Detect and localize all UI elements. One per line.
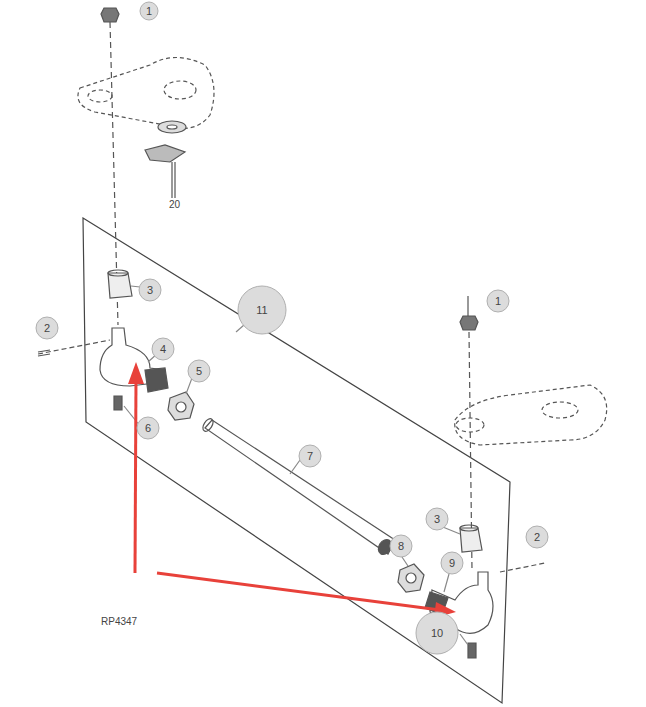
- callout-number: 2: [534, 532, 540, 543]
- callout-number: 3: [147, 285, 153, 296]
- callout-number: 2: [44, 323, 50, 334]
- figure-code: RP4347: [101, 616, 137, 627]
- callout-number: 3: [434, 514, 440, 525]
- callout-number: 11: [256, 305, 267, 316]
- callout-circle: 3: [425, 507, 449, 531]
- callout-circle: 10: [415, 611, 459, 655]
- callout-circle: 7: [298, 444, 322, 468]
- callout-circle: 4: [151, 337, 175, 361]
- callout-circle: 2: [35, 316, 59, 340]
- callout-circle: 8: [389, 534, 413, 558]
- callout-number: 5: [196, 366, 202, 377]
- callout-number: 4: [160, 344, 166, 355]
- callout-circle: 11: [237, 285, 287, 335]
- callout-number: 10: [431, 628, 443, 639]
- callout-circle: 3: [138, 278, 162, 302]
- callout-number: 7: [307, 451, 313, 462]
- callout-number: 1: [146, 6, 152, 17]
- callout-number: 9: [449, 558, 455, 569]
- callout-circle: 2: [525, 525, 549, 549]
- callout-circle: 9: [440, 551, 464, 575]
- callout-circle: 1: [486, 289, 510, 313]
- callout-circle: 1: [139, 1, 159, 21]
- callout-number: 1: [495, 296, 501, 307]
- callout-number: 8: [398, 541, 404, 552]
- callout-circle: 5: [187, 359, 211, 383]
- callout-circle: 6: [136, 416, 160, 440]
- callout-number: 6: [145, 423, 151, 434]
- part-number: 20: [169, 199, 180, 210]
